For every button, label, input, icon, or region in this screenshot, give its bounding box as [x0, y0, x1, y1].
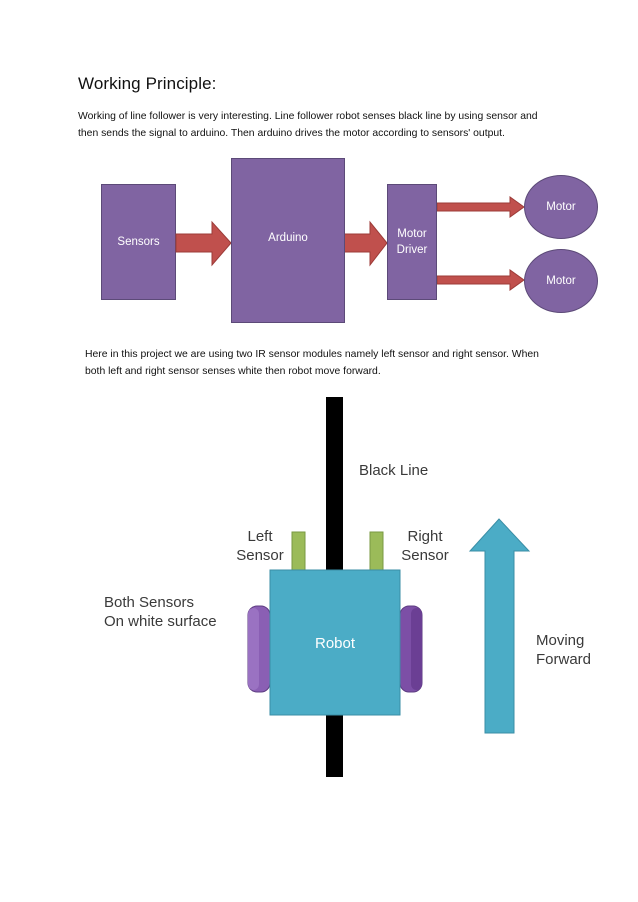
- arrow-driver-to-motor-bottom: [436, 269, 525, 291]
- robot-label: Robot: [314, 635, 356, 652]
- project-line-2: both left and right sensor senses white …: [85, 366, 381, 377]
- both-sensors-label: Both Sensors On white surface: [104, 593, 217, 631]
- moving-forward-label-line1: Moving: [536, 632, 585, 649]
- left-sensor-label: Left Sensor: [228, 527, 292, 565]
- motor-top: Motor: [524, 175, 598, 239]
- left-sensor: [291, 531, 306, 571]
- motor-driver-label-line1: Motor: [397, 228, 427, 240]
- motor-driver-label-line2: Driver: [396, 244, 428, 256]
- moving-forward-label: Moving Forward: [536, 631, 591, 669]
- robot-body: [269, 569, 401, 716]
- both-sensors-label-line1: Both Sensors: [104, 594, 195, 611]
- forward-arrow: [468, 518, 531, 734]
- section-heading: Working Principle:: [78, 74, 217, 93]
- sensors-label: Sensors: [117, 236, 160, 248]
- project-line-1: Here in this project we are using two IR…: [85, 349, 539, 360]
- black-line-label: Black Line: [359, 462, 429, 479]
- intro-paragraph: Working of line follower is very interes…: [78, 108, 578, 142]
- left-wheel-face: [248, 608, 259, 690]
- intro-line-2: then sends the signal to arduino. Then a…: [78, 128, 505, 139]
- arduino-block: Arduino: [231, 158, 345, 323]
- intro-line-1: Working of line follower is very interes…: [78, 111, 538, 122]
- arduino-label: Arduino: [268, 231, 308, 244]
- left-sensor-label-line2: Sensor: [236, 547, 284, 564]
- project-paragraph: Here in this project we are using two IR…: [85, 346, 585, 380]
- right-sensor-label-line1: Right: [407, 528, 443, 545]
- motor-bottom: Motor: [524, 249, 598, 313]
- both-sensors-label-line2: On white surface: [104, 613, 217, 630]
- motor-top-label: Motor: [546, 201, 576, 213]
- motor-bottom-label: Motor: [546, 275, 576, 287]
- right-sensor: [369, 531, 384, 571]
- motor-driver-block: Motor Driver: [387, 184, 437, 300]
- right-sensor-label-line2: Sensor: [401, 547, 449, 564]
- arrow-arduino-to-driver: [343, 220, 388, 267]
- moving-forward-label-line2: Forward: [536, 651, 592, 668]
- right-wheel-face: [411, 608, 422, 690]
- arrow-driver-to-motor-top: [436, 196, 525, 218]
- arrow-sensors-to-arduino: [175, 220, 232, 267]
- sensors-block: Sensors: [101, 184, 176, 300]
- left-sensor-label-line1: Left: [247, 528, 273, 545]
- right-sensor-label: Right Sensor: [393, 527, 457, 565]
